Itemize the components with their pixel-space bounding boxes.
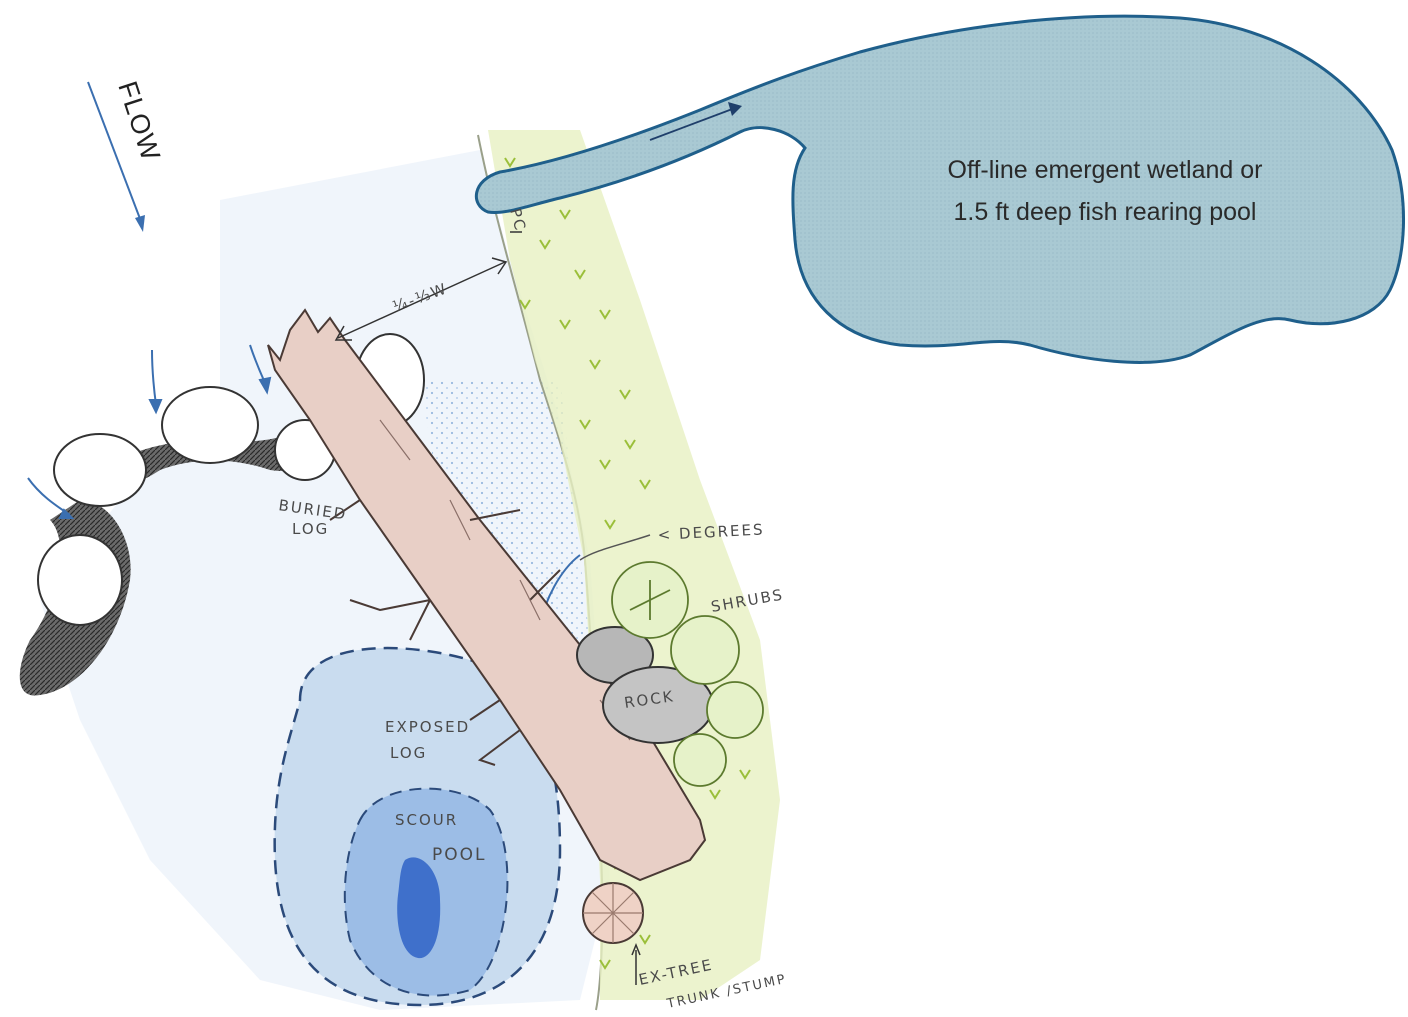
exposed-log-label-2: LOG [390, 744, 427, 762]
buried-log-label-2: LOG [292, 520, 329, 538]
scour-pool-label-1: SCOUR [395, 811, 458, 829]
pool-label-line2: 1.5 ft deep fish rearing pool [954, 198, 1257, 226]
flow-label: FLOW [112, 78, 166, 165]
pool-label-line1: Off-line emergent wetland or [948, 156, 1263, 184]
scour-pool-label-2: POOL [432, 845, 486, 865]
exposed-log-label-1: EXPOSED [385, 718, 470, 736]
